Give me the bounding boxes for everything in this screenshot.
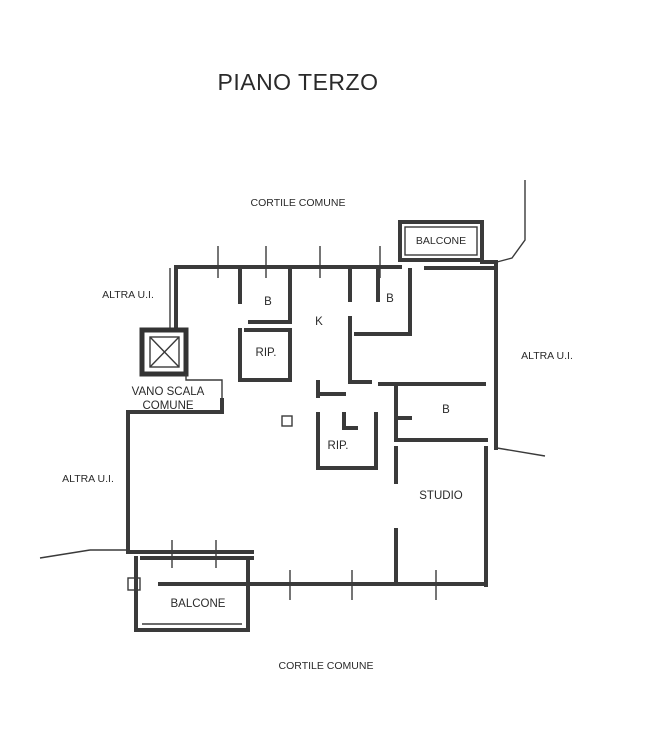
balcony-top	[398, 220, 484, 262]
other-unit-left-bottom-label: ALTRA U.I.	[62, 473, 114, 485]
neighbour-boundaries	[39, 180, 546, 559]
other-unit-right-label: ALTRA U.I.	[521, 350, 573, 362]
balcony-bottom-label: BALCONE	[171, 598, 226, 610]
interior-walls	[238, 268, 488, 582]
stair-label-line2: COMUNE	[142, 400, 193, 412]
plan-title: PIANO TERZO	[218, 69, 379, 95]
bath-3-label: B	[442, 404, 450, 416]
apartment-outline	[126, 260, 498, 587]
other-unit-left-top-label: ALTRA U.I.	[102, 289, 154, 301]
balcony-top-label: BALCONE	[416, 235, 466, 247]
balcony-bottom	[127, 556, 250, 632]
bath-2-label: B	[386, 293, 394, 305]
stair-label-line1: VANO SCALA	[132, 386, 205, 398]
storage-2-label: RIP.	[328, 440, 349, 452]
storage-1-label: RIP.	[256, 347, 277, 359]
bath-1-label: B	[264, 296, 272, 308]
studio-label: STUDIO	[419, 490, 463, 502]
window-ticks	[171, 246, 437, 600]
courtyard-top-label: CORTILE COMUNE	[251, 197, 346, 209]
courtyard-bottom-label: CORTILE COMUNE	[279, 660, 374, 672]
stairwell	[139, 327, 223, 400]
kitchen-label: K	[315, 316, 323, 328]
